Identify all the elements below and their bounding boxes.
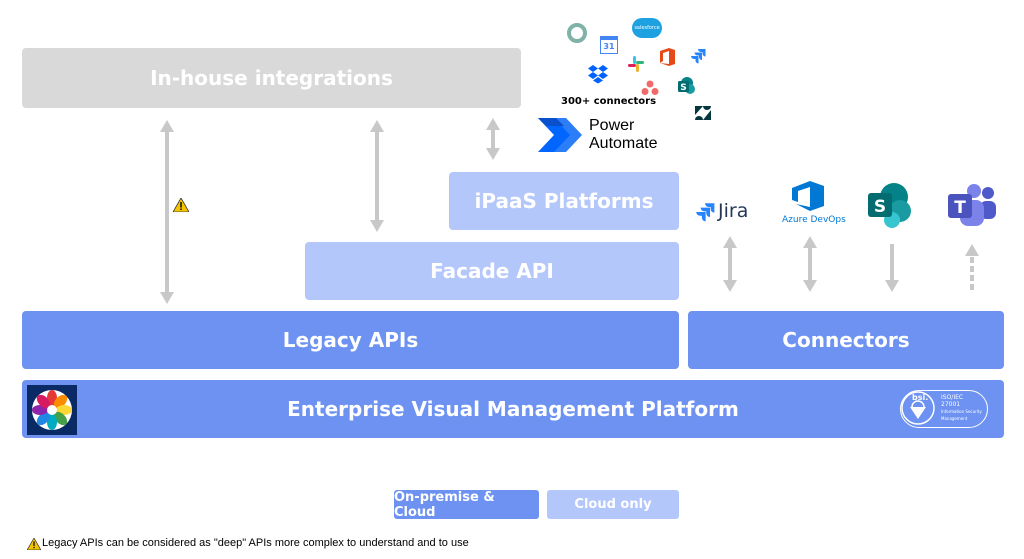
svg-text:S: S [680, 83, 686, 93]
arrow-teams-connectors [965, 244, 979, 290]
jira-label: Jira [718, 200, 749, 222]
arrow-azure-connectors [803, 236, 817, 292]
jira-small-icon [691, 49, 706, 64]
iso-line3: Information Security [941, 409, 982, 414]
google-calendar-icon: 31 [600, 36, 618, 54]
inhouse-integrations-label: In-house integrations [150, 66, 393, 90]
asana-icon [641, 80, 659, 95]
iso-line1: ISO/IEC [941, 394, 964, 401]
teams-icon: T [948, 184, 996, 226]
azure-devops-label: Azure DevOps [782, 215, 846, 225]
legacy-apis-label: Legacy APIs [282, 328, 419, 352]
arrow-sharepoint-connectors [885, 244, 899, 292]
footnote-text: Legacy APIs can be considered as "deep" … [42, 537, 469, 549]
platform-box: Enterprise Visual Management Platform [22, 380, 1004, 438]
legacy-apis-box: Legacy APIs [22, 311, 679, 369]
facade-api-box: Facade API [305, 242, 679, 300]
legend-on-premise-cloud-label: On-premise & Cloud [394, 489, 495, 520]
connectors-caption: 300+ connectors [561, 96, 657, 107]
iso-line4: Management [941, 416, 968, 421]
jira-icon [696, 203, 715, 222]
legend-on-premise-cloud: On-premise & Cloud [394, 489, 539, 520]
platform-logo-icon [27, 385, 77, 435]
footnote-warning-icon [27, 538, 41, 550]
power-automate-line2: Automate [589, 135, 658, 152]
power-automate-icon [538, 118, 582, 152]
legend-cloud-only: Cloud only [547, 490, 679, 519]
connectors-box: Connectors [688, 311, 1004, 369]
google-calendar-text: 31 [603, 42, 615, 51]
warning-icon [173, 198, 189, 212]
bsi-text: bsi. [912, 393, 929, 402]
teams-letter: T [954, 198, 966, 218]
salesforce-icon: salesforce [632, 18, 662, 38]
sharepoint-letter: S [874, 197, 886, 217]
ipaas-platforms-box: iPaaS Platforms [449, 172, 679, 230]
slack-icon [628, 56, 644, 72]
arrow-inhouse-legacy [160, 120, 174, 304]
connectors-label: Connectors [782, 328, 910, 352]
zendesk-icon [695, 106, 711, 120]
circle-ring-icon [567, 23, 587, 43]
office-icon [660, 48, 675, 66]
iso-27001-badge: bsi. ISO/IEC 27001 Information Security … [900, 390, 988, 428]
arrow-jira-connectors [723, 236, 737, 292]
power-automate-name: Power Automate [589, 117, 657, 153]
sharepoint-icon: S [868, 183, 911, 228]
ipaas-platforms-label: iPaaS Platforms [474, 189, 654, 213]
azure-devops-icon [792, 181, 824, 211]
dropbox-icon [588, 65, 608, 84]
inhouse-integrations-box: In-house integrations [22, 48, 521, 108]
arrow-inhouse-facade [370, 120, 384, 232]
platform-label: Enterprise Visual Management Platform [287, 397, 739, 421]
power-automate-line1: Power [589, 117, 635, 134]
sharepoint-small-icon: S [678, 77, 695, 94]
arrow-inhouse-ipaas [486, 118, 500, 160]
salesforce-icon-text: salesforce [634, 25, 660, 31]
iso-text-block: ISO/IEC 27001 Information Security Manag… [941, 394, 982, 422]
iso-line2: 27001 [941, 401, 961, 408]
bsi-kitemark-icon [901, 391, 935, 425]
facade-api-label: Facade API [430, 259, 554, 283]
legend-cloud-only-label: Cloud only [574, 497, 652, 512]
